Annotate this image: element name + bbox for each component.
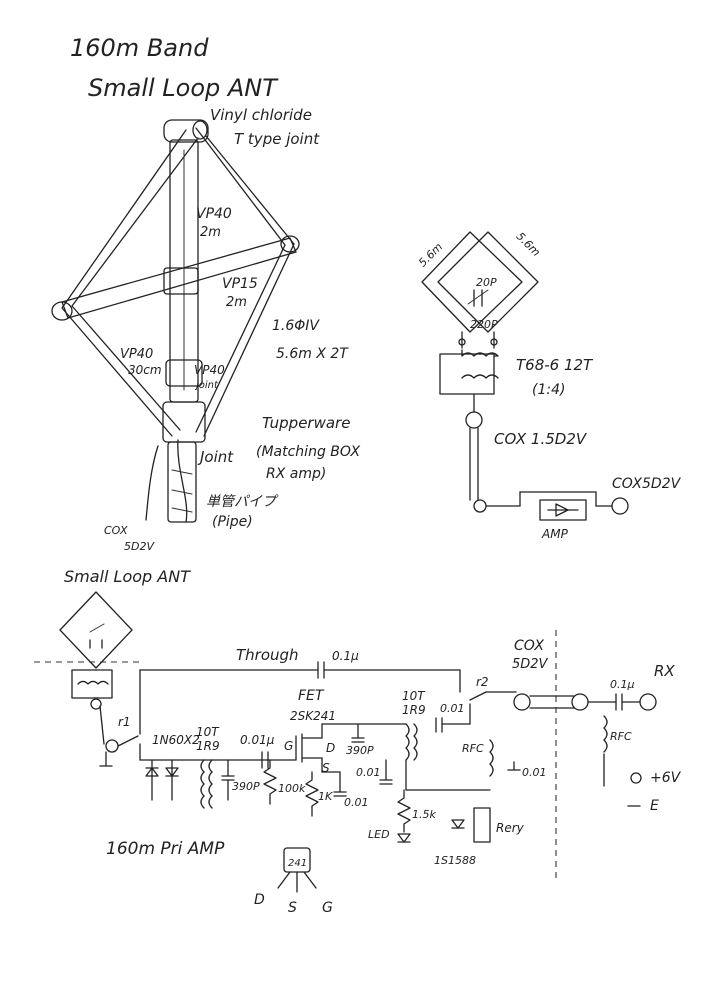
ratio-label: (1:4) <box>532 382 565 398</box>
fet-label: FET <box>298 688 325 704</box>
title-line1: 160m Band <box>70 34 209 62</box>
out-cap2-label: 0.1μ <box>610 678 635 691</box>
crossbar-label: VP15 <box>222 276 258 292</box>
out-cap-label: 0.01 <box>440 702 465 715</box>
gate-label: G <box>284 739 293 753</box>
coax-type-label: 5D2V <box>512 657 549 672</box>
mast-top-label: VP40 <box>196 206 232 222</box>
diodes-label: 1N60X2 <box>152 733 200 747</box>
relay-r1-label: r1 <box>118 715 131 729</box>
joint-label: Joint <box>197 448 234 466</box>
rx-label: RX <box>654 662 675 680</box>
core-label: T68-6 12T <box>516 356 594 374</box>
coax-label-top: COX 1.5D2V <box>494 430 588 448</box>
drain-cap-label: 390P <box>346 744 374 757</box>
pin-d-label: D <box>254 892 265 908</box>
box-label: Tupperware <box>262 414 350 432</box>
cap-bottom-label: 220P <box>470 318 498 331</box>
amp-block <box>539 499 587 521</box>
input-core-label: 1R9 <box>196 739 220 753</box>
joint-small-label: VP40 <box>194 363 225 377</box>
drain-label: D <box>326 741 335 755</box>
side-left-label: 5.6m <box>416 240 445 269</box>
rfc-cap-label: 0.01 <box>522 766 547 779</box>
diode-label: 1S1588 <box>434 854 476 867</box>
power-label: +6V <box>650 770 682 786</box>
mast-top-length: 2m <box>200 225 221 240</box>
rfc1-label: RFC <box>462 742 484 755</box>
led-res-label: 1.5k <box>412 808 436 821</box>
box-sub2: RX amp) <box>266 466 326 482</box>
box-sub1: (Matching BOX <box>256 444 361 460</box>
wire-turns: 5.6m X 2T <box>276 346 349 362</box>
amp-title: Small Loop ANT <box>64 567 191 586</box>
loop-schematic: 5.6m 5.6m 20P 220P T68-6 12T (1:4) COX 1… <box>416 230 682 541</box>
amp-schematic: Small Loop ANT r1 Through 0.1μ <box>34 567 682 880</box>
pinout-part-label: 241 <box>288 858 307 869</box>
out-core-label: 1R9 <box>402 703 426 717</box>
rfc2-label: RFC <box>610 730 632 743</box>
coupling-cap-label: 0.01μ <box>240 733 275 747</box>
input-coil-label: 10T <box>196 725 220 739</box>
antenna-sketch: Vinyl chloride T type joint VP40 2m VP15… <box>51 106 361 553</box>
joint-label-line2: T type joint <box>234 130 320 148</box>
pin-s-label: S <box>288 900 297 916</box>
lower-mast-length: 30cm <box>128 363 162 377</box>
pipe-sub: (Pipe) <box>212 514 253 530</box>
fet-type-label: 2SK241 <box>290 709 336 723</box>
source-res-label: 1K <box>318 790 333 803</box>
out-coax-label: COX5D2V <box>612 476 682 492</box>
coax-label: COX <box>104 524 128 537</box>
amp-label: AMP <box>541 527 569 541</box>
pipe-label: 単管パイプ <box>206 494 279 510</box>
out-coil-label: 10T <box>402 689 426 703</box>
fet-pinout: 241 D S G <box>254 847 333 916</box>
source-cap-label: 0.01 <box>344 796 369 809</box>
gate-res-label: 100k <box>278 782 306 795</box>
tupperware-box <box>162 401 206 443</box>
pin-g-label: G <box>322 900 333 916</box>
input-cap-label: 390P <box>232 780 260 793</box>
wire-label: 1.6ΦIV <box>272 318 320 334</box>
lower-mast-label: VP40 <box>120 347 153 362</box>
relay-r2-label: r2 <box>476 675 489 689</box>
joint-label-line1: Vinyl chloride <box>210 106 312 124</box>
through-cap-label: 0.1μ <box>332 649 359 663</box>
joint-small-sub: joint <box>194 380 219 391</box>
source-label: S <box>322 761 330 775</box>
title-line2: Small Loop ANT <box>88 74 279 102</box>
crossbar-length: 2m <box>226 295 247 310</box>
cap-top-label: 20P <box>476 276 497 289</box>
coax-label: COX <box>514 638 544 654</box>
led-label: LED <box>368 828 390 841</box>
ground-label: E <box>650 798 659 814</box>
bypass-cap-label: 0.01 <box>356 766 381 779</box>
relay-label: Rery <box>496 821 525 835</box>
coax-type: 5D2V <box>124 540 155 553</box>
section-title: 160m Pri AMP <box>106 839 225 859</box>
side-right-label: 5.6m <box>514 230 543 259</box>
through-label: Through <box>236 646 299 664</box>
